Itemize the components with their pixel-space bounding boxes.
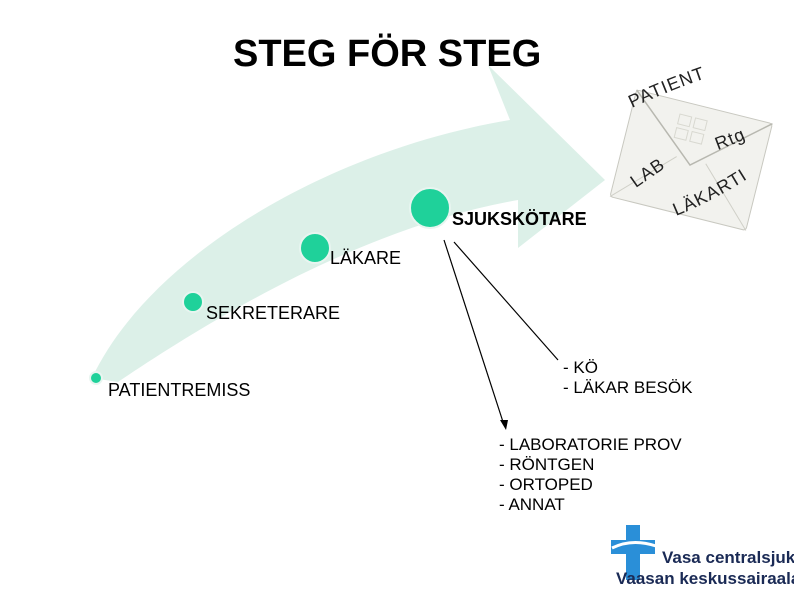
stage-label-patientremiss: PATIENTREMISS <box>108 380 250 401</box>
page-title: STEG FÖR STEG <box>233 33 541 76</box>
logo-line-swedish: Vasa centralsjukhus <box>662 548 794 568</box>
nurse-task-list: - KÖ - LÄKAR BESÖK <box>563 358 692 398</box>
doctor-task-list: - LABORATORIE PROV - RÖNTGEN - ORTOPED -… <box>499 435 682 515</box>
node-sjukskotare <box>410 188 450 228</box>
stage-label-sjukskotare: SJUKSKÖTARE <box>452 209 587 230</box>
pointer-line-doctor <box>444 240 504 425</box>
pointer-arrowhead <box>500 420 508 430</box>
node-patientremiss <box>90 372 102 384</box>
pointer-line-nurse <box>454 242 558 360</box>
logo-line-finnish: Vaasan keskussairaala <box>616 569 794 589</box>
node-lakare <box>300 233 330 263</box>
node-sekreterare <box>183 292 203 312</box>
stage-label-lakare: LÄKARE <box>330 248 401 269</box>
stage-label-sekreterare: SEKRETERARE <box>206 303 340 324</box>
